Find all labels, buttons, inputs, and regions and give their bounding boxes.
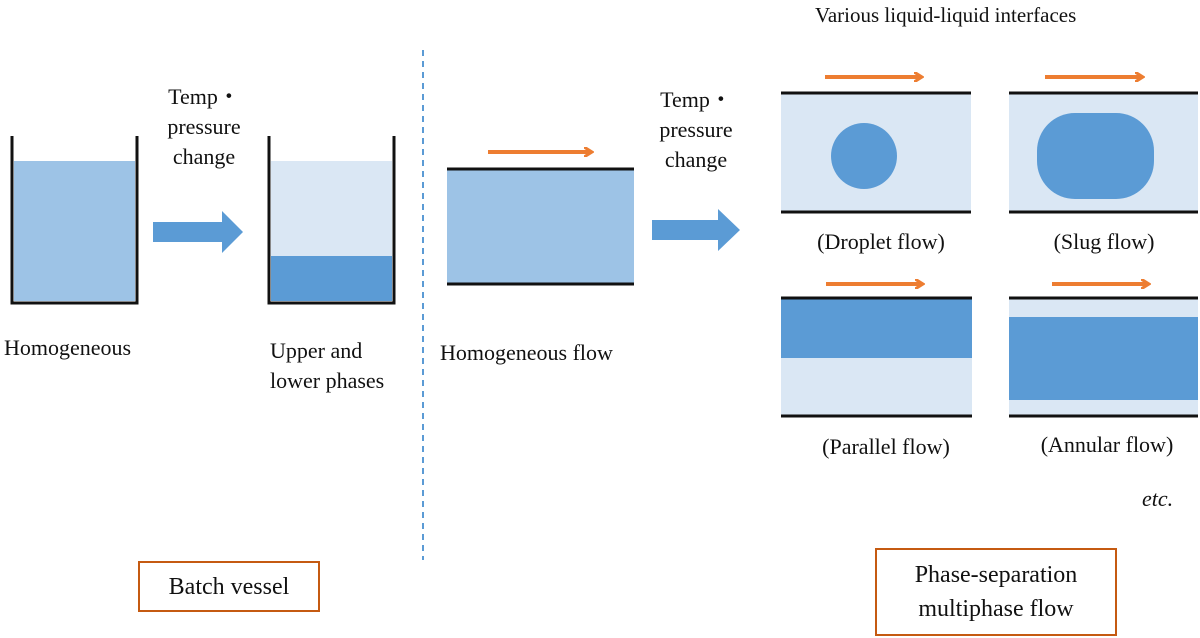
- lower-phase: [271, 256, 392, 301]
- etc-label: etc.: [1142, 486, 1174, 511]
- change-label-line-2: pressure: [659, 117, 733, 142]
- vessel-walls: [267, 136, 396, 305]
- homogeneous-flow-channel: [447, 152, 634, 286]
- upper-phase: [271, 161, 392, 256]
- batch-vessel-label: Batch vessel: [168, 573, 290, 600]
- multiphase-flow-label: Phase-separation multiphase flow: [914, 562, 1078, 622]
- vessel-walls: [10, 136, 139, 305]
- core: [1009, 317, 1198, 400]
- homogeneous-label: Homogeneous: [4, 335, 132, 360]
- parallel-flow-channel: [781, 284, 972, 418]
- change-label-line-3: change: [172, 144, 236, 169]
- droplet: [831, 123, 897, 189]
- separated-label-line-2: lower phases: [270, 368, 385, 393]
- batch-vessel-frame: Batch vessel: [138, 561, 320, 612]
- change-label-line-3: change: [664, 147, 728, 172]
- dark-layer: [781, 298, 972, 358]
- homogeneous-liquid: [14, 161, 135, 301]
- homogeneous-vessel: [10, 136, 139, 305]
- separated-label-line-1: Upper and: [270, 338, 363, 363]
- slug-flow-channel: [1009, 77, 1198, 214]
- multiphase-flow-frame: Phase-separation multiphase flow: [875, 548, 1117, 636]
- batch-change-label: Temp・ pressure change: [148, 82, 260, 172]
- homogeneous-flow-label: Homogeneous flow: [440, 340, 613, 365]
- interfaces-title: Various liquid-liquid interfaces: [815, 3, 1077, 27]
- separated-vessel: [267, 136, 396, 305]
- droplet-flow-channel: [781, 77, 971, 214]
- batch-change-arrow: [153, 211, 243, 253]
- annular-flow-channel: [1009, 284, 1198, 418]
- change-label-line-2: pressure: [167, 114, 241, 139]
- slug: [1037, 113, 1154, 199]
- droplet-flow-label: (Droplet flow): [817, 229, 945, 254]
- slug-flow-label: (Slug flow): [1053, 229, 1155, 254]
- separated-phases-label: Upper and lower phases: [270, 336, 384, 396]
- annular-flow-label: (Annular flow): [1040, 432, 1174, 457]
- change-label-line-1: Temp・: [660, 87, 732, 112]
- flow-change-label: Temp・ pressure change: [640, 85, 752, 175]
- flow-change-arrow: [652, 209, 740, 251]
- change-label-line-1: Temp・: [168, 84, 240, 109]
- homogeneous-flow-fluid: [447, 169, 634, 283]
- parallel-flow-label: (Parallel flow): [822, 434, 950, 459]
